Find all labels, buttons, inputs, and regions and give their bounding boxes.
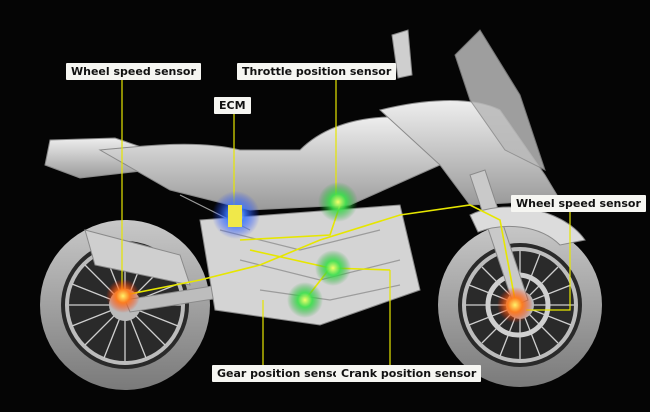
crank-position-sensor-glow [315, 250, 351, 286]
label-wheel-speed-sensor-rear: Wheel speed sensor [66, 63, 201, 80]
label-crank-position-sensor: Crank position sensor [336, 365, 482, 382]
rear-wheel-speed-sensor-glow [106, 279, 140, 313]
ecm-box [228, 205, 242, 227]
throttle-position-sensor-glow [318, 182, 358, 222]
label-ecm: ECM [214, 97, 251, 114]
label-throttle-position-sensor: Throttle position sensor [237, 63, 397, 80]
motorcycle-body [44, 29, 586, 326]
gear-position-sensor-glow [287, 282, 323, 318]
leader-wheel-speed-front [526, 210, 571, 311]
front-wheel-speed-sensor-glow [497, 287, 533, 323]
label-gear-position-sensor: Gear position sensor [212, 365, 351, 382]
label-wheel-speed-sensor-front: Wheel speed sensor [511, 195, 646, 212]
